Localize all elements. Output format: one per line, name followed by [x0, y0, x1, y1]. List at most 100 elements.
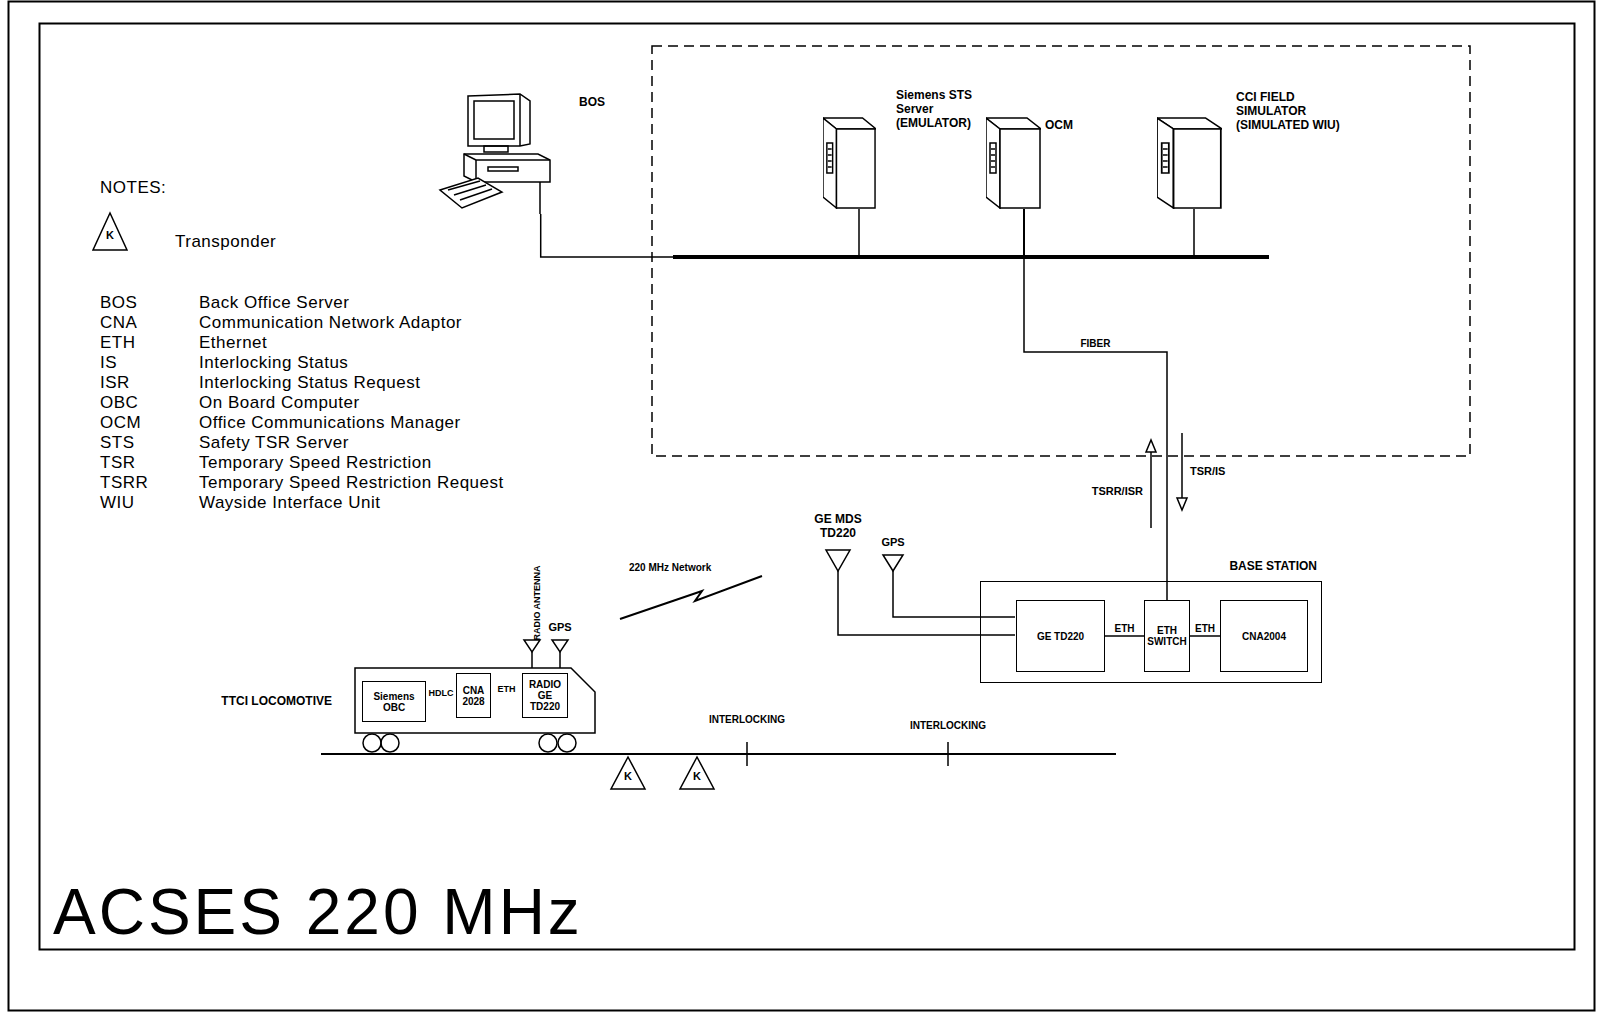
antenna-symbol [524, 640, 540, 652]
transponder-legend-symbol [93, 213, 127, 250]
server-node: CCI FIELD SIMULATOR (SIMULATED WIU) [1157, 117, 1222, 209]
base-station-box: BASE STATIONGE TD220ETH SWITCHCNA2004 [980, 581, 1322, 683]
annotation-label: OBC [100, 393, 138, 413]
device-label: CNA2004 [1242, 631, 1286, 642]
annotation-label: TSR [100, 453, 136, 473]
server-icon [986, 117, 1041, 209]
annotation-label: TSRR/ISR [1092, 485, 1143, 497]
server-node: OCM [986, 117, 1041, 209]
annotation-label: ISR [100, 373, 130, 393]
connector-label: ETH [1194, 624, 1216, 634]
annotation-label: Interlocking Status Request [199, 373, 420, 393]
annotation-label: GPS [881, 536, 904, 548]
device-box: GE TD220 [1016, 600, 1105, 672]
node-label: BASE STATION [1229, 560, 1317, 574]
annotation-label: 220 MHz Network [629, 562, 711, 573]
wheel [381, 734, 399, 752]
diagram-title: ACSES 220 MHz [53, 880, 583, 944]
node-label: TTCI LOCOMOTIVE [221, 695, 332, 709]
connector-line [1024, 209, 1167, 600]
annotation-label: On Board Computer [199, 393, 360, 413]
annotation-label: IS [100, 353, 117, 373]
annotation-label: TSR/IS [1190, 465, 1225, 477]
wheel [363, 734, 381, 752]
computer-node: BOS [438, 92, 556, 214]
connector-line [859, 209, 1024, 257]
device-box: ETH SWITCH [1144, 600, 1190, 672]
connector-label: ETH [1114, 624, 1136, 634]
connector-line [1105, 635, 1144, 637]
device-label: GE TD220 [1037, 631, 1084, 642]
arrow-head [1146, 440, 1156, 452]
transponder-letter: K [106, 229, 114, 241]
arrow-head [1177, 498, 1187, 510]
annotation-label: Back Office Server [199, 293, 349, 313]
annotation-label: OCM [100, 413, 141, 433]
annotation-label: Wayside Interface Unit [199, 493, 380, 513]
legend-label: Transponder [175, 232, 276, 252]
annotation-label: Office Communications Manager [199, 413, 461, 433]
wheel [539, 734, 557, 752]
device-label: Siemens OBC [365, 691, 423, 713]
annotation-label: BOS [100, 293, 137, 313]
transponder-letter: K [693, 770, 701, 782]
node-label: OCM [1045, 119, 1073, 133]
server-node: Siemens STS Server (EMULATOR) [823, 117, 876, 209]
server-icon [1157, 117, 1222, 209]
device-label: CNA 2028 [459, 685, 488, 707]
interlocking-tick [746, 742, 748, 766]
computer-icon [438, 92, 556, 214]
annotation-label: INTERLOCKING [709, 714, 785, 725]
transponder-symbol [611, 757, 645, 789]
locomotive-node: TTCI LOCOMOTIVESiemens OBCCNA 2028RADIO … [354, 667, 596, 734]
transponder-letter: K [624, 770, 632, 782]
antenna-symbol [826, 550, 850, 571]
radio-link-zigzag [620, 576, 762, 619]
inner-frame [40, 24, 1575, 950]
gps-cable [893, 571, 1015, 617]
device-box: Siemens OBC [362, 681, 426, 722]
device-label: ETH SWITCH [1147, 625, 1187, 647]
track [321, 753, 1116, 755]
annotation-label: STS [100, 433, 135, 453]
connector-label: ETH [497, 685, 517, 694]
gps-antenna-symbol [883, 555, 903, 571]
annotation-label: NOTES: [100, 178, 166, 198]
request-arrow [1150, 452, 1152, 528]
device-label: RADIO GE TD220 [525, 679, 565, 712]
annotation-label: Temporary Speed Restriction Request [199, 473, 504, 493]
node-label: Siemens STS Server (EMULATOR) [896, 89, 988, 130]
annotation-label: RADIO ANTENNA [532, 565, 542, 640]
annotation-label: GPS [548, 621, 571, 633]
annotation-label: Temporary Speed Restriction [199, 453, 432, 473]
connector-line [541, 209, 1024, 257]
annotation-label: Safety TSR Server [199, 433, 349, 453]
node-label: BOS [579, 96, 605, 110]
annotation-label: Interlocking Status [199, 353, 348, 373]
connector-label: FIBER [1079, 339, 1111, 349]
office-dashed-boundary [652, 46, 1470, 456]
connector-line [1024, 209, 1194, 257]
annotation-label: TSRR [100, 473, 148, 493]
outer-frame [9, 2, 1595, 1011]
device-box: RADIO GE TD220 [522, 673, 568, 718]
node-label: CCI FIELD SIMULATOR (SIMULATED WIU) [1236, 91, 1348, 132]
annotation-label: Ethernet [199, 333, 267, 353]
annotation-label: INTERLOCKING [910, 720, 986, 731]
gps-antenna-symbol [552, 640, 568, 652]
annotation-label: ETH [100, 333, 136, 353]
connector-label: HDLC [428, 689, 455, 698]
wheel [558, 734, 576, 752]
device-box: CNA2004 [1220, 600, 1308, 672]
annotation-label: CNA [100, 313, 137, 333]
status-arrow [1181, 433, 1183, 498]
device-box: CNA 2028 [456, 673, 491, 718]
interlocking-tick [947, 742, 949, 766]
annotation-label: GE MDS TD220 [808, 513, 868, 541]
annotation-label: Communication Network Adaptor [199, 313, 462, 333]
annotation-label: WIU [100, 493, 135, 513]
connector-line [1190, 635, 1220, 637]
transponder-symbol [680, 757, 714, 789]
